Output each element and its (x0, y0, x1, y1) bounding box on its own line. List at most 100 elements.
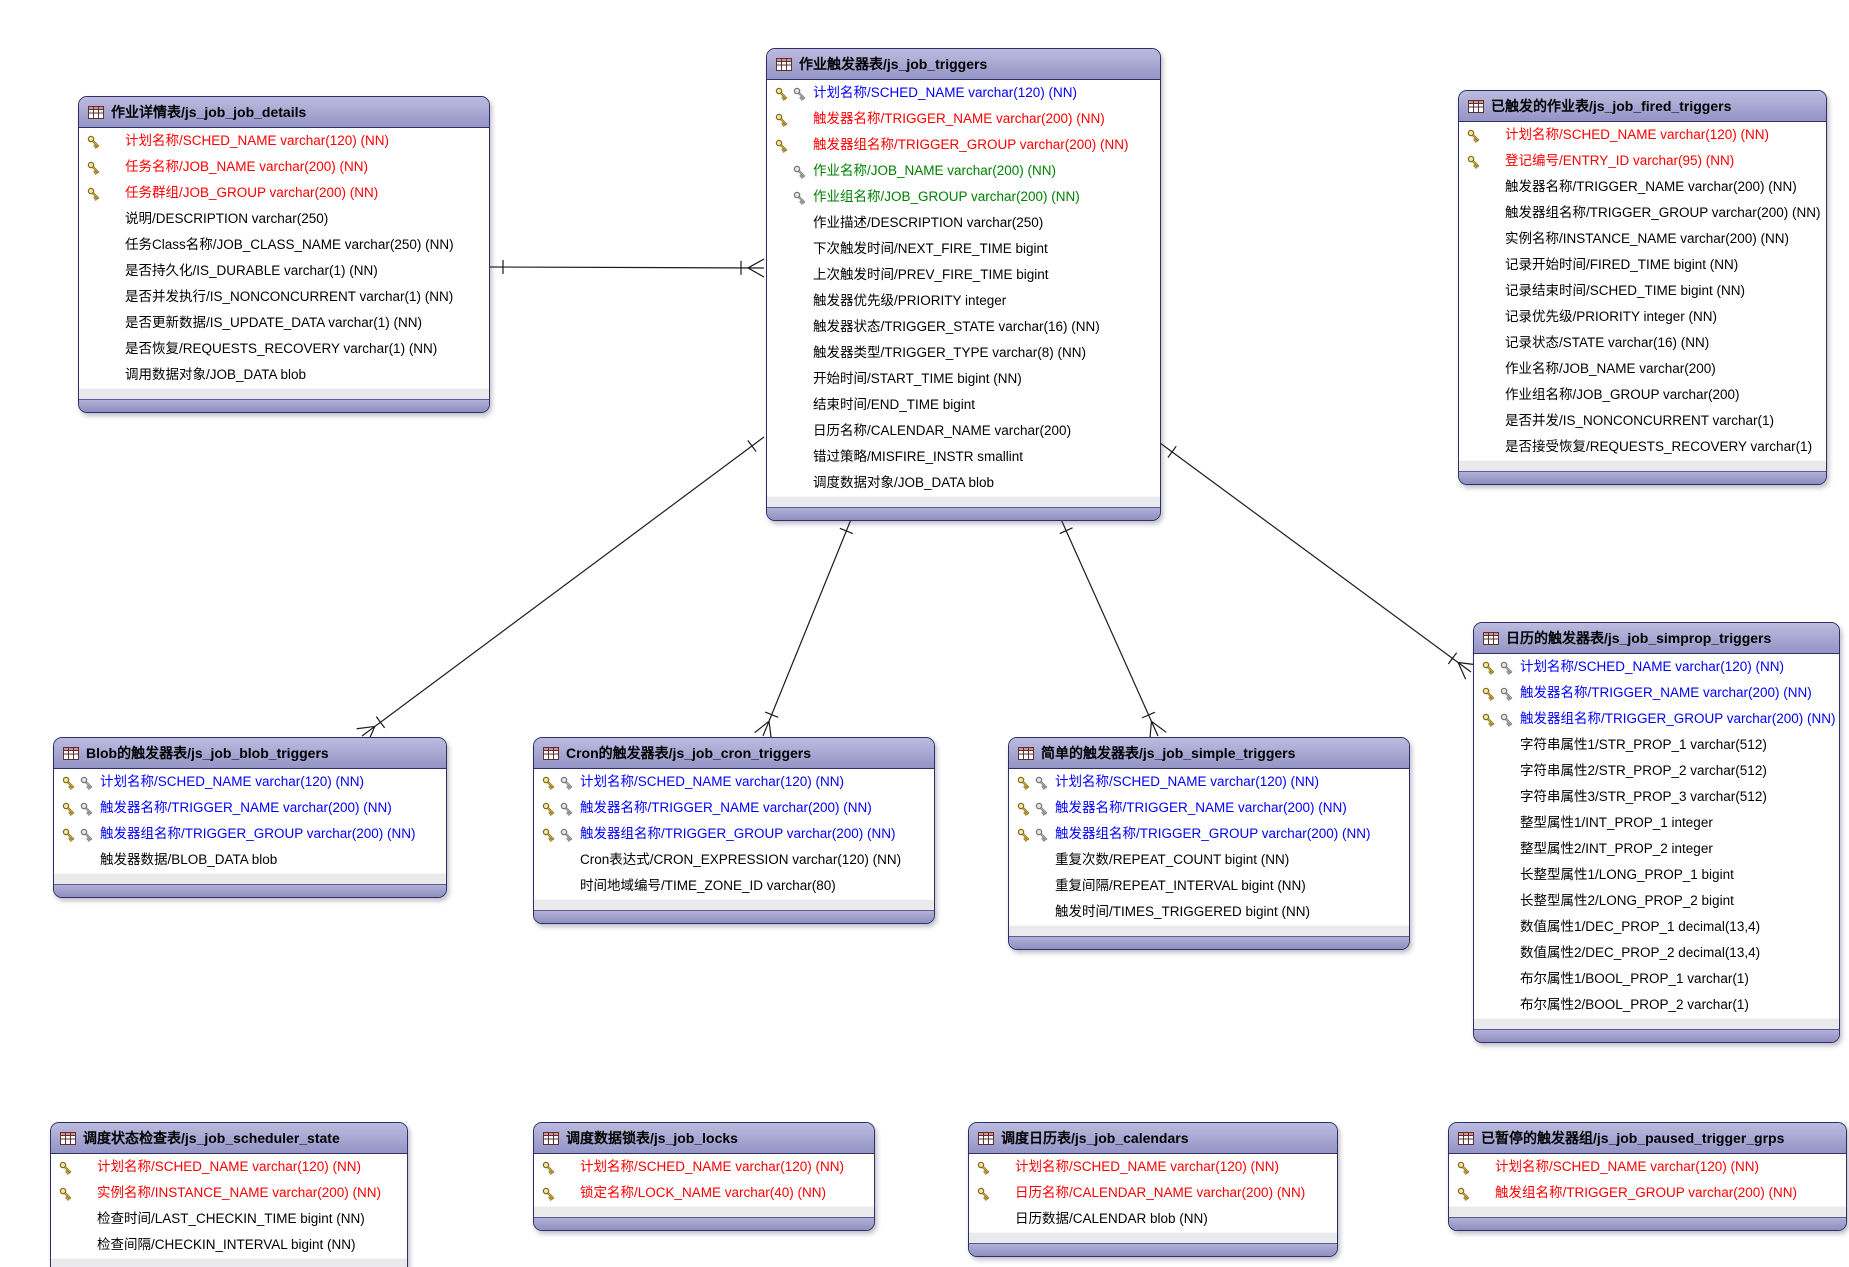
relationship-connector[interactable] (1059, 516, 1167, 740)
field-row[interactable]: 触发器名称/TRIGGER_NAME varchar(200) (NN) (1009, 795, 1409, 821)
table-header[interactable]: Cron的触发器表/js_job_cron_triggers (534, 738, 934, 769)
field-row[interactable]: 任务名称/JOB_NAME varchar(200) (NN) (79, 154, 489, 180)
field-row[interactable]: 是否更新数据/IS_UPDATE_DATA varchar(1) (NN) (79, 310, 489, 336)
field-row[interactable]: 作业组名称/JOB_GROUP varchar(200) (1459, 382, 1826, 408)
field-row[interactable]: 触发器组名称/TRIGGER_GROUP varchar(200) (NN) (534, 821, 934, 847)
field-row[interactable]: 重复次数/REPEAT_COUNT bigint (NN) (1009, 847, 1409, 873)
field-row[interactable]: 日历名称/CALENDAR_NAME varchar(200) (767, 418, 1160, 444)
field-row[interactable]: 计划名称/SCHED_NAME varchar(120) (NN) (1009, 769, 1409, 795)
field-row[interactable]: 数值属性2/DEC_PROP_2 decimal(13,4) (1474, 940, 1839, 966)
field-row[interactable]: 字符串属性2/STR_PROP_2 varchar(512) (1474, 758, 1839, 784)
field-row[interactable]: 计划名称/SCHED_NAME varchar(120) (NN) (1474, 654, 1839, 680)
field-row[interactable]: 计划名称/SCHED_NAME varchar(120) (NN) (534, 1154, 874, 1180)
table-header[interactable]: 调度数据锁表/js_job_locks (534, 1123, 874, 1154)
field-row[interactable]: 字符串属性3/STR_PROP_3 varchar(512) (1474, 784, 1839, 810)
field-row[interactable]: 是否持久化/IS_DURABLE varchar(1) (NN) (79, 258, 489, 284)
field-row[interactable]: 锁定名称/LOCK_NAME varchar(40) (NN) (534, 1180, 874, 1206)
field-row[interactable]: 触发器名称/TRIGGER_NAME varchar(200) (NN) (767, 106, 1160, 132)
field-row[interactable]: 说明/DESCRIPTION varchar(250) (79, 206, 489, 232)
field-row[interactable]: 是否恢复/REQUESTS_RECOVERY varchar(1) (NN) (79, 336, 489, 362)
field-row[interactable]: 任务群组/JOB_GROUP varchar(200) (NN) (79, 180, 489, 206)
field-row[interactable]: 触发器组名称/TRIGGER_GROUP varchar(200) (NN) (1474, 706, 1839, 732)
relationship-connector[interactable] (487, 258, 765, 278)
field-row[interactable]: 调度数据对象/JOB_DATA blob (767, 470, 1160, 496)
field-row[interactable]: 整型属性2/INT_PROP_2 integer (1474, 836, 1839, 862)
field-row[interactable]: 登记编号/ENTRY_ID varchar(95) (NN) (1459, 148, 1826, 174)
field-row[interactable]: 记录状态/STATE varchar(16) (NN) (1459, 330, 1826, 356)
field-row[interactable]: 日历名称/CALENDAR_NAME varchar(200) (NN) (969, 1180, 1337, 1206)
field-row[interactable]: 计划名称/SCHED_NAME varchar(120) (NN) (1459, 122, 1826, 148)
field-row[interactable]: 触发器组名称/TRIGGER_GROUP varchar(200) (NN) (54, 821, 446, 847)
field-row[interactable]: 检查时间/LAST_CHECKIN_TIME bigint (NN) (51, 1206, 407, 1232)
field-row[interactable]: 记录结束时间/SCHED_TIME bigint (NN) (1459, 278, 1826, 304)
field-row[interactable]: 检查间隔/CHECKIN_INTERVAL bigint (NN) (51, 1232, 407, 1258)
field-row[interactable]: 记录开始时间/FIRED_TIME bigint (NN) (1459, 252, 1826, 278)
field-row[interactable]: 时间地域编号/TIME_ZONE_ID varchar(80) (534, 873, 934, 899)
field-row[interactable]: 整型属性1/INT_PROP_1 integer (1474, 810, 1839, 836)
field-row[interactable]: 记录优先级/PRIORITY integer (NN) (1459, 304, 1826, 330)
field-row[interactable]: Cron表达式/CRON_EXPRESSION varchar(120) (NN… (534, 847, 934, 873)
field-row[interactable]: 计划名称/SCHED_NAME varchar(120) (NN) (1449, 1154, 1846, 1180)
relationship-connector[interactable] (754, 516, 854, 740)
field-row[interactable]: 布尔属性1/BOOL_PROP_1 varchar(1) (1474, 966, 1839, 992)
field-row[interactable]: 触发器数据/BLOB_DATA blob (54, 847, 446, 873)
table-header[interactable]: 作业触发器表/js_job_triggers (767, 49, 1160, 80)
field-row[interactable]: 是否接受恢复/REQUESTS_RECOVERY varchar(1) (1459, 434, 1826, 460)
field-row[interactable]: 计划名称/SCHED_NAME varchar(120) (NN) (54, 769, 446, 795)
table-header[interactable]: 调度状态检查表/js_job_scheduler_state (51, 1123, 407, 1154)
field-row[interactable]: 下次触发时间/NEXT_FIRE_TIME bigint (767, 236, 1160, 262)
table-header[interactable]: 调度日历表/js_job_calendars (969, 1123, 1337, 1154)
field-row[interactable]: 作业组名称/JOB_GROUP varchar(200) (NN) (767, 184, 1160, 210)
field-row[interactable]: 触发器组名称/TRIGGER_GROUP varchar(200) (NN) (1009, 821, 1409, 847)
field-row[interactable]: 字符串属性1/STR_PROP_1 varchar(512) (1474, 732, 1839, 758)
table-header[interactable]: 简单的触发器表/js_job_simple_triggers (1009, 738, 1409, 769)
field-row[interactable]: 重复间隔/REPEAT_INTERVAL bigint (NN) (1009, 873, 1409, 899)
field-row[interactable]: 长整型属性1/LONG_PROP_1 bigint (1474, 862, 1839, 888)
field-row[interactable]: 作业名称/JOB_NAME varchar(200) (1459, 356, 1826, 382)
field-row[interactable]: 错过策略/MISFIRE_INSTR smallint (767, 444, 1160, 470)
field-row[interactable]: 是否并发/IS_NONCONCURRENT varchar(1) (1459, 408, 1826, 434)
field-row[interactable]: 计划名称/SCHED_NAME varchar(120) (NN) (51, 1154, 407, 1180)
field-row[interactable]: 是否并发执行/IS_NONCONCURRENT varchar(1) (NN) (79, 284, 489, 310)
field-row[interactable]: 调用数据对象/JOB_DATA blob (79, 362, 489, 388)
field-row[interactable]: 作业描述/DESCRIPTION varchar(250) (767, 210, 1160, 236)
table-header[interactable]: 作业详情表/js_job_job_details (79, 97, 489, 128)
field-row[interactable]: 触发组名称/TRIGGER_GROUP varchar(200) (NN) (1449, 1180, 1846, 1206)
field-row[interactable]: 触发器组名称/TRIGGER_GROUP varchar(200) (NN) (1459, 200, 1826, 226)
table-header[interactable]: 已触发的作业表/js_job_fired_triggers (1459, 91, 1826, 122)
field-row[interactable]: 触发器组名称/TRIGGER_GROUP varchar(200) (NN) (767, 132, 1160, 158)
field-row[interactable]: 实例名称/INSTANCE_NAME varchar(200) (NN) (51, 1180, 407, 1206)
relationship-connector[interactable] (1159, 442, 1477, 680)
table-header[interactable]: 日历的触发器表/js_job_simprop_triggers (1474, 623, 1839, 654)
field-row[interactable]: 开始时间/START_TIME bigint (NN) (767, 366, 1160, 392)
table-header[interactable]: Blob的触发器表/js_job_blob_triggers (54, 738, 446, 769)
field-row[interactable]: 上次触发时间/PREV_FIRE_TIME bigint (767, 262, 1160, 288)
field-row[interactable]: 触发器名称/TRIGGER_NAME varchar(200) (NN) (1459, 174, 1826, 200)
field-row[interactable]: 触发器名称/TRIGGER_NAME varchar(200) (NN) (54, 795, 446, 821)
field-row[interactable]: 计划名称/SCHED_NAME varchar(120) (NN) (969, 1154, 1337, 1180)
field-row[interactable]: 任务Class名称/JOB_CLASS_NAME varchar(250) (N… (79, 232, 489, 258)
field-row[interactable]: 计划名称/SCHED_NAME varchar(120) (NN) (767, 80, 1160, 106)
field-row[interactable]: 计划名称/SCHED_NAME varchar(120) (NN) (79, 128, 489, 154)
field-row[interactable]: 实例名称/INSTANCE_NAME varchar(200) (NN) (1459, 226, 1826, 252)
field-row[interactable]: 触发器状态/TRIGGER_STATE varchar(16) (NN) (767, 314, 1160, 340)
field-row[interactable]: 触发器优先级/PRIORITY integer (767, 288, 1160, 314)
field-row[interactable]: 作业名称/JOB_NAME varchar(200) (NN) (767, 158, 1160, 184)
table-header[interactable]: 已暂停的触发器组/js_job_paused_trigger_grps (1449, 1123, 1846, 1154)
relationship-connector[interactable] (356, 436, 765, 744)
field-row[interactable]: 触发器类型/TRIGGER_TYPE varchar(8) (NN) (767, 340, 1160, 366)
field-row[interactable]: 触发器名称/TRIGGER_NAME varchar(200) (NN) (534, 795, 934, 821)
field-row[interactable]: 日历数据/CALENDAR blob (NN) (969, 1206, 1337, 1232)
field-row[interactable]: 布尔属性2/BOOL_PROP_2 varchar(1) (1474, 992, 1839, 1018)
